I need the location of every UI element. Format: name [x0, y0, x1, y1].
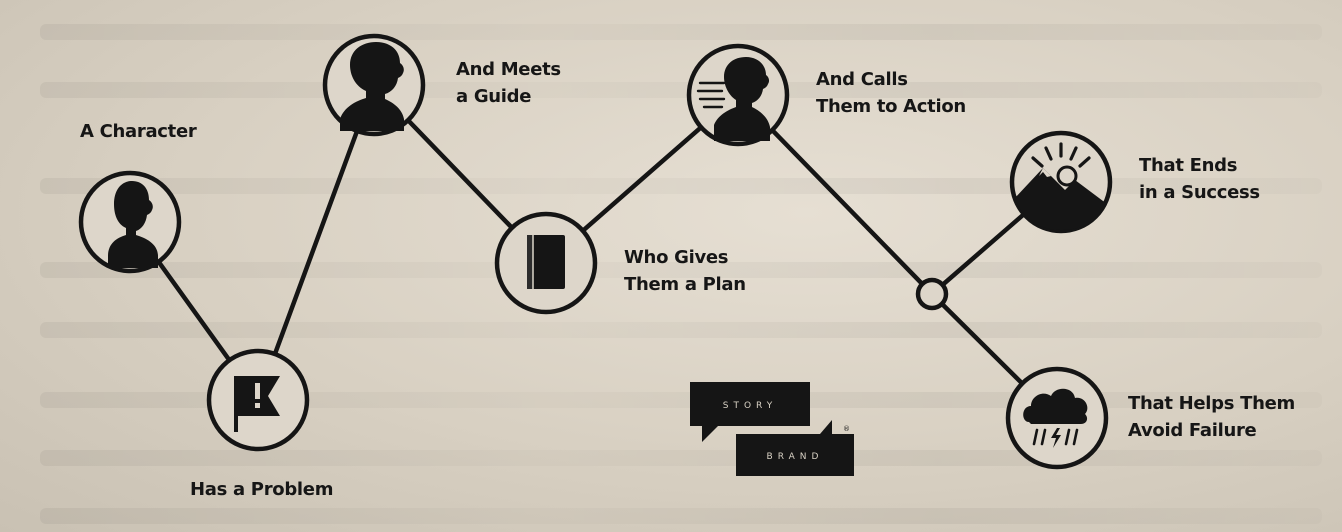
success-label-line2: in a Success	[1139, 182, 1260, 203]
bleed-through-text	[40, 178, 1322, 194]
failure-label-line2: Avoid Failure	[1128, 420, 1257, 441]
plan-label: Who Gives Them a Plan	[624, 244, 746, 298]
action-node	[686, 43, 790, 147]
problem-label-text: Has a Problem	[190, 479, 334, 500]
character-label-text: A Character	[80, 121, 197, 142]
action-label: And Calls Them to Action	[816, 66, 966, 120]
character-label: A Character	[80, 118, 197, 145]
failure-label-line1: That Helps Them	[1128, 393, 1295, 414]
logo-bottom-bubble: BRAND	[736, 420, 854, 476]
logo-top-bubble: STORY	[690, 382, 810, 442]
guide-label: And Meets a Guide	[456, 56, 561, 110]
storybrand-logo: STORY BRAND ®	[690, 382, 854, 476]
guide-node	[322, 33, 426, 137]
person-silhouette-icon	[108, 181, 158, 268]
problem-node	[206, 348, 310, 452]
logo-bottom-text: BRAND	[767, 452, 824, 462]
sun-mountain-icon	[1015, 142, 1107, 230]
success-label: That Ends in a Success	[1139, 152, 1260, 206]
bleed-through-text	[40, 450, 1322, 466]
person-speed-lines-icon	[696, 57, 770, 141]
logo-top-text: STORY	[723, 401, 777, 411]
guide-label-line2: a Guide	[456, 86, 532, 107]
action-label-line1: And Calls	[816, 69, 908, 90]
failure-node	[1005, 366, 1109, 470]
plan-node	[494, 211, 598, 315]
bleed-through-text	[40, 508, 1322, 524]
exclamation-flag-icon	[234, 376, 280, 432]
book-icon	[527, 235, 565, 289]
guide-label-line1: And Meets	[456, 59, 561, 80]
plan-label-line2: Them a Plan	[624, 274, 746, 295]
storm-cloud-icon	[1023, 388, 1088, 448]
success-node	[1009, 130, 1113, 234]
action-label-line2: Them to Action	[816, 96, 966, 117]
failure-label: That Helps Them Avoid Failure	[1128, 390, 1295, 444]
bleed-through-text	[40, 322, 1322, 338]
bleed-through-text	[40, 262, 1322, 278]
problem-label: Has a Problem	[190, 476, 333, 503]
character-node	[78, 170, 182, 274]
registered-mark: ®	[843, 425, 850, 433]
person-silhouette-icon	[340, 42, 404, 131]
success-label-line1: That Ends	[1139, 155, 1238, 176]
plan-label-line1: Who Gives	[624, 247, 729, 268]
decision-junction	[915, 277, 949, 311]
bleed-through-text	[40, 392, 1322, 408]
